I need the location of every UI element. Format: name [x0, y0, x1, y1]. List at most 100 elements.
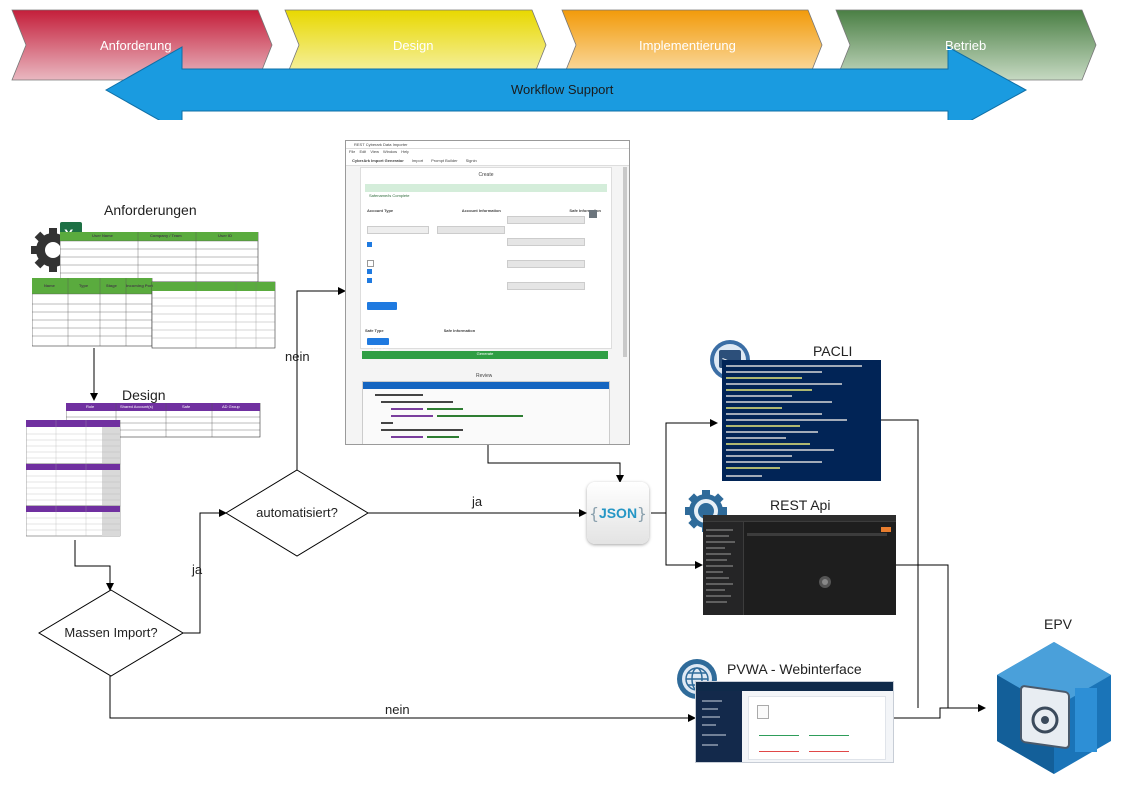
pvwa-topbar — [696, 682, 893, 691]
pvwa-progress-red-1 — [759, 751, 799, 752]
excel-account-header-type: Type — [79, 283, 89, 288]
field-username[interactable] — [367, 226, 429, 234]
import-generator-window: REST Cyberark Data Importer File Edit Vi… — [345, 140, 630, 445]
add-accounts-label: + Add Accounts — [369, 311, 397, 316]
excel-account-header-name: Name — [44, 283, 55, 288]
tab-import[interactable]: Import — [411, 157, 424, 163]
edge-massen-ja — [182, 509, 227, 634]
checkbox-1[interactable] — [367, 242, 372, 247]
review-heading: Review — [476, 373, 493, 379]
column-safe-info: Safe Information — [569, 208, 601, 213]
json-brace-left: { — [589, 503, 599, 523]
edge-label-ja-auto: ja — [472, 494, 483, 509]
column-account-info: Account Information — [461, 208, 501, 213]
edge-design-massen — [74, 540, 114, 591]
epv-vault-icon — [997, 642, 1111, 774]
checkbox-2[interactable] — [367, 260, 374, 267]
field-address[interactable] — [437, 226, 505, 234]
pvwa-progress-green — [759, 735, 799, 736]
success-banner: Safename/is Complete — [365, 184, 607, 198]
pvwa-progress-red-2 — [809, 751, 849, 752]
pvwa-progress-green-2 — [809, 735, 849, 736]
create-panel: Create Safename/is Complete Account Type… — [360, 167, 612, 352]
add-safe-label: + Add Safe — [369, 347, 389, 352]
workflow-support-label: Workflow Support — [511, 82, 614, 97]
menu-edit[interactable]: Edit — [359, 149, 367, 154]
section-title-rest-api: REST Api — [770, 497, 831, 513]
design-header-safe: Safe — [182, 404, 191, 409]
edge-label-nein-massen: nein — [385, 702, 410, 717]
decision-massen-import-label: Massen Import? — [64, 625, 158, 640]
edge-window-json — [487, 443, 624, 483]
safe-type-header: Safe Type — [365, 328, 384, 333]
generate-label: Generate — [476, 351, 494, 356]
excel-user-header-id: User ID — [218, 233, 233, 238]
safe-options-button[interactable] — [589, 210, 597, 218]
section-title-anforderungen: Anforderungen — [104, 202, 197, 218]
design-detail-tables — [26, 420, 121, 537]
tab-prompt-builder[interactable]: Prompt Builder — [431, 157, 458, 163]
edge-label-ja-massen: ja — [192, 562, 203, 577]
field-safe-description[interactable] — [507, 238, 585, 246]
rest-api-sidebar-items — [706, 529, 735, 603]
edge-auto-nein — [296, 287, 346, 470]
decision-automatisiert-label: automatisiert? — [256, 505, 338, 520]
excel-account-header-port: Incoming Port — [126, 283, 153, 288]
pvwa-file-icon — [757, 705, 769, 719]
json-code-lines — [375, 394, 523, 438]
checkbox-4[interactable] — [367, 278, 372, 283]
generate-bar[interactable]: Generate — [362, 351, 608, 359]
design-header-shared: Shared Account(s) — [120, 404, 153, 409]
phase-label-betrieb: Betrieb — [945, 38, 987, 53]
json-icon: { JSON } — [587, 482, 649, 544]
section-title-pvwa: PVWA - Webinterface — [727, 661, 862, 677]
pvwa-sidebar — [696, 691, 742, 762]
rest-api-sidebar — [703, 522, 744, 615]
window-tabbar: CyberArk Import Generator Import Prompt … — [346, 155, 629, 166]
field-safe-owner[interactable] — [507, 260, 585, 268]
create-heading: Create — [478, 172, 494, 178]
phase-chevron-betrieb — [835, 9, 1097, 81]
pvwa-account-card — [748, 696, 886, 760]
column-headers: Account Type Account Information Safe In… — [367, 208, 601, 213]
field-safe-name[interactable] — [507, 216, 585, 224]
rest-api-send-button[interactable] — [881, 527, 891, 532]
rest-api-topbar — [703, 515, 896, 522]
excel-user-header-company: Company / Team — [150, 233, 182, 238]
workflow-support-arrow — [104, 46, 1028, 120]
decision-automatisiert — [225, 469, 369, 557]
excel-user-table — [60, 232, 259, 283]
checkbox-3[interactable] — [367, 269, 372, 274]
pvwa-webinterface — [695, 681, 894, 763]
window-scrollbar[interactable] — [623, 167, 627, 357]
phase-label-anforderung: Anforderung — [100, 38, 172, 53]
section-title-design: Design — [122, 387, 166, 403]
menu-file[interactable]: File — [349, 149, 356, 154]
design-header-adgroup: AD Group — [222, 404, 240, 409]
menu-window[interactable]: Window — [382, 149, 398, 154]
section-title-epv: EPV — [1044, 616, 1073, 632]
add-accounts-button[interactable]: + Add Accounts — [367, 302, 397, 316]
phase-label-design: Design — [393, 38, 434, 53]
safe-info-header: Safe Information — [443, 328, 476, 333]
decision-massen-import — [38, 589, 184, 677]
add-safe-button[interactable]: + Add Safe — [367, 338, 389, 352]
tab-import-generator[interactable]: CyberArk Import Generator — [352, 157, 404, 163]
rest-api-empty-state-icon — [819, 576, 831, 588]
rest-api-request-bar[interactable] — [747, 533, 887, 536]
field-safe-extra[interactable] — [507, 282, 585, 290]
column-account-type: Account Type — [367, 208, 394, 213]
window-titlebar: REST Cyberark Data Importer — [346, 141, 629, 149]
menu-help[interactable]: Help — [401, 149, 410, 154]
excel-account-table — [32, 278, 276, 349]
window-menubar: File Edit View Window Help — [346, 149, 629, 155]
menu-view[interactable]: View — [370, 149, 379, 154]
json-icon-label: JSON — [598, 505, 638, 521]
phase-label-implementierung: Implementierung — [639, 38, 736, 53]
tab-signin[interactable]: Signin — [465, 157, 477, 163]
pacli-console — [722, 360, 881, 481]
edge-label-nein-auto: nein — [285, 349, 310, 364]
safe-headers: Safe Type Safe Information — [365, 328, 475, 333]
json-brace-right: } — [637, 503, 647, 523]
design-header-role: Role — [86, 404, 95, 409]
